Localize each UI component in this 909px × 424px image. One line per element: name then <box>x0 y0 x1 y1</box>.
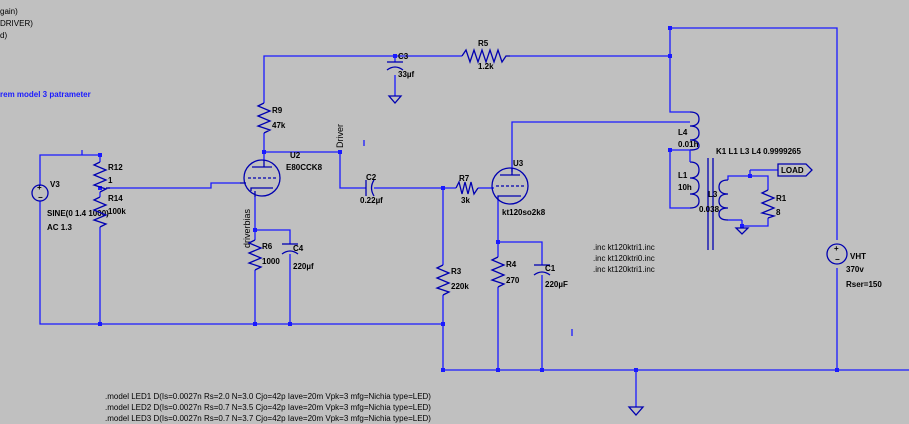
c1-value: 220µF <box>545 280 568 289</box>
vht-source[interactable]: + − <box>826 243 848 265</box>
u2-value: E80CCK8 <box>286 163 323 172</box>
model-line-2[interactable]: .model LED2 D(Is=0.0027n Rs=0.7 N=3.5 Cj… <box>105 403 431 412</box>
main-ground-icon <box>627 406 645 416</box>
r1-value: 8 <box>776 208 781 217</box>
header-note: rem model 3 patrameter <box>0 90 91 99</box>
r14-value: 100k <box>108 207 126 216</box>
k1-coupling: K1 L1 L3 L4 0.9999265 <box>716 147 801 156</box>
u2-name: U2 <box>290 151 301 160</box>
l4-name: L4 <box>678 128 688 137</box>
r6-value: 1000 <box>262 257 280 266</box>
net-label-driver[interactable]: Driver <box>335 124 345 148</box>
vht-value: 370v <box>846 265 864 274</box>
r6-resistor[interactable] <box>247 239 263 271</box>
r14-resistor[interactable] <box>92 196 108 228</box>
model-line-3[interactable]: .model LED3 D(Is=0.0027n Rs=0.7 N=3.7 Cj… <box>105 414 431 423</box>
v3-name: V3 <box>50 180 60 189</box>
l3-inductor[interactable] <box>718 179 742 221</box>
net-label-load: LOAD <box>781 166 804 175</box>
l3-value: 0.038 <box>699 205 720 214</box>
c4-capacitor[interactable] <box>281 243 299 255</box>
c4-name: C4 <box>293 244 304 253</box>
r3-resistor[interactable] <box>435 264 451 296</box>
model-line-1[interactable]: .model LED1 D(Is=0.0027n Rs=2.0 N=3.0 Cj… <box>105 392 431 401</box>
c3-ground-icon <box>387 95 403 104</box>
r3-name: R3 <box>451 267 462 276</box>
r14-name: R14 <box>108 194 123 203</box>
r3-value: 220k <box>451 282 469 291</box>
l3-name: L3 <box>708 190 718 199</box>
r5-value: 1.2k <box>478 62 494 71</box>
vht-name: VHT <box>850 252 866 261</box>
svg-text:−: − <box>38 193 43 202</box>
r7-resistor[interactable] <box>455 180 479 196</box>
r7-value: 3k <box>461 196 470 205</box>
transformer-core <box>707 158 714 250</box>
header-line-3: d) <box>0 31 7 40</box>
r1-resistor[interactable] <box>759 189 777 219</box>
r7-name: R7 <box>459 174 470 183</box>
include-line-3[interactable]: .inc kt120ktri1.inc <box>593 265 655 274</box>
r4-value: 270 <box>506 276 520 285</box>
v3-source[interactable]: + − <box>31 183 49 202</box>
l1-inductor[interactable] <box>689 150 700 209</box>
c2-name: C2 <box>366 173 377 182</box>
wires[interactable] <box>39 27 909 407</box>
c3-capacitor[interactable] <box>386 61 404 71</box>
load-flag-icon[interactable] <box>777 163 813 177</box>
r5-name: R5 <box>478 39 489 48</box>
r12-value: 1 <box>108 176 113 185</box>
u3-name: U3 <box>513 159 524 168</box>
r5-resistor[interactable] <box>461 47 510 65</box>
r6-name: R6 <box>262 242 273 251</box>
u2-tube[interactable] <box>240 159 281 197</box>
c2-capacitor[interactable] <box>365 179 375 197</box>
r4-resistor[interactable] <box>490 256 506 288</box>
header-line-1: gain) <box>0 7 18 16</box>
l1-name: L1 <box>678 171 688 180</box>
c4-value: 220µf <box>293 262 314 271</box>
u3-tube[interactable] <box>491 167 529 205</box>
r9-resistor[interactable] <box>256 102 272 134</box>
vht-extra: Rser=150 <box>846 280 882 289</box>
c1-name: C1 <box>545 264 556 273</box>
c1-capacitor[interactable] <box>533 264 551 276</box>
v3-extra: AC 1.3 <box>47 223 72 232</box>
c3-value: 33µf <box>398 70 415 79</box>
svg-text:+: + <box>834 244 839 253</box>
r9-name: R9 <box>272 106 283 115</box>
svg-text:−: − <box>835 255 840 264</box>
v3-value: SINE(0 1.4 1000) <box>47 209 109 218</box>
l1-value: 10h <box>678 183 692 192</box>
junctions <box>98 26 839 372</box>
c2-value: 0.22µf <box>360 196 383 205</box>
net-label-driverbias[interactable]: driverbias <box>242 208 252 248</box>
l4-inductor[interactable] <box>689 111 700 151</box>
r4-name: R4 <box>506 260 517 269</box>
l4-value: 0.01h <box>678 140 699 149</box>
include-line-2[interactable]: .inc kt120ktri0.inc <box>593 254 655 263</box>
secondary-ground-icon <box>734 227 750 235</box>
r1-name: R1 <box>776 194 787 203</box>
c3-name: C3 <box>398 52 409 61</box>
r12-name: R12 <box>108 163 123 172</box>
u3-value: kt120so2k8 <box>502 208 546 217</box>
include-line-1[interactable]: .inc kt120ktri1.inc <box>593 243 655 252</box>
r9-value: 47k <box>272 121 286 130</box>
r12-resistor[interactable] <box>92 161 108 193</box>
header-line-2: DRIVER) <box>0 19 33 28</box>
svg-text:+: + <box>37 183 42 192</box>
